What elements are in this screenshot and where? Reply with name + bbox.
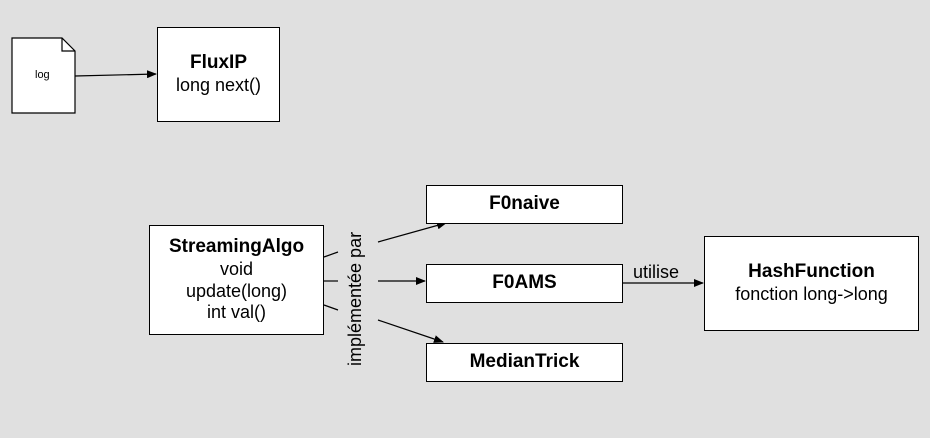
edge-streamingalgo-to-f0naive (323, 251, 339, 258)
edge-log-to-fluxip (74, 70, 157, 79)
f0naive-title: F0naive (489, 193, 560, 215)
streamingalgo-method-update: update(long) (185, 280, 288, 301)
log-document-fold (61, 38, 75, 52)
f0ams-title: F0AMS (492, 272, 557, 294)
streamingalgo-title: StreamingAlgo (168, 236, 305, 258)
fluxip-method: long next() (175, 75, 262, 96)
fluxip-box[interactable]: FluxIP long next() (157, 27, 280, 122)
mediantrick-title: MedianTrick (469, 351, 580, 373)
log-document-label: log (35, 69, 50, 81)
mediantrick-box[interactable]: MedianTrick (426, 343, 623, 382)
hashfunction-description: fonction long->long (735, 284, 888, 305)
edge-streamingalgo-to-mediantrick (323, 304, 339, 311)
hashfunction-box[interactable]: HashFunction fonction long->long (704, 236, 919, 331)
implementation-edge-label: implémentée par (345, 231, 365, 366)
streamingalgo-method-void: void (219, 259, 254, 279)
uses-edge-label: utilise (633, 262, 680, 282)
f0ams-box[interactable]: F0AMS (426, 264, 623, 303)
f0naive-box[interactable]: F0naive (426, 185, 623, 224)
streamingalgo-box[interactable]: StreamingAlgo void update(long) int val(… (149, 225, 324, 335)
streamingalgo-method-val: int val() (206, 302, 266, 323)
edge-implementation-to-f0naive (377, 221, 447, 243)
log-document-shape (11, 37, 76, 114)
hashfunction-title: HashFunction (748, 261, 875, 283)
fluxip-title: FluxIP (189, 52, 247, 74)
edge-implementation-to-mediantrick (377, 319, 444, 343)
